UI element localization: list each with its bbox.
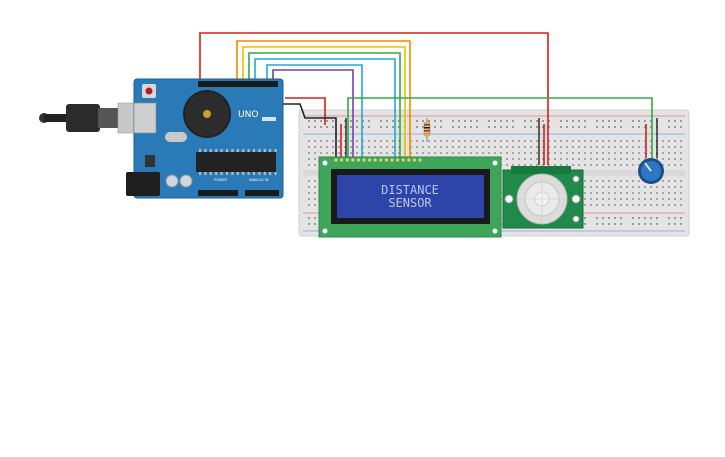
wire-green-a[interactable]: [248, 52, 401, 158]
wire-purple[interactable]: [272, 69, 354, 158]
capacitor: [179, 174, 193, 188]
mount-hole: [322, 228, 328, 234]
wire-cyan-b[interactable]: [266, 64, 363, 158]
wire-red-top[interactable]: [199, 32, 549, 165]
voltage-regulator: [145, 155, 155, 167]
wire-orange[interactable]: [236, 40, 411, 158]
capacitor: [165, 174, 179, 188]
lcd-pin-header: [334, 158, 422, 162]
power-label: POWER: [214, 178, 228, 182]
mount-hole: [492, 160, 498, 166]
wire-yellow[interactable]: [242, 46, 406, 158]
pir-sensor[interactable]: [502, 166, 584, 229]
analog-header: [245, 190, 279, 196]
lcd-line-2: SENSOR: [388, 196, 432, 210]
mount-hole: [492, 228, 498, 234]
digital-header: [198, 81, 278, 87]
wire-green-long[interactable]: [347, 97, 653, 158]
usb-port: [133, 102, 157, 134]
microcontroller-chip: [196, 152, 276, 172]
chip-pins: [199, 149, 277, 175]
power-jack-icon[interactable]: [126, 172, 160, 196]
potentiometer-icon[interactable]: [638, 158, 664, 184]
logo-strip: [262, 117, 276, 121]
lcd-display[interactable]: DISTANCE SENSOR: [318, 156, 502, 238]
resistor-icon[interactable]: [423, 118, 431, 142]
lcd-screen: [337, 175, 484, 218]
buzzer-icon[interactable]: [183, 90, 231, 138]
crystal: [165, 132, 187, 142]
wire-cyan-a[interactable]: [254, 58, 396, 158]
wire-black-gnd[interactable]: [283, 103, 337, 160]
board-model-label: UNO: [238, 110, 258, 120]
power-header: [198, 190, 238, 196]
mount-hole: [322, 160, 328, 166]
pir-dome-icon: [516, 173, 568, 225]
wire-red-side[interactable]: [285, 97, 326, 125]
arduino-board[interactable]: UNO POWER ANALOG IN: [126, 78, 284, 199]
analog-label: ANALOG IN: [249, 178, 269, 182]
lcd-line-1: DISTANCE: [381, 183, 439, 197]
pir-pins: [511, 166, 571, 174]
